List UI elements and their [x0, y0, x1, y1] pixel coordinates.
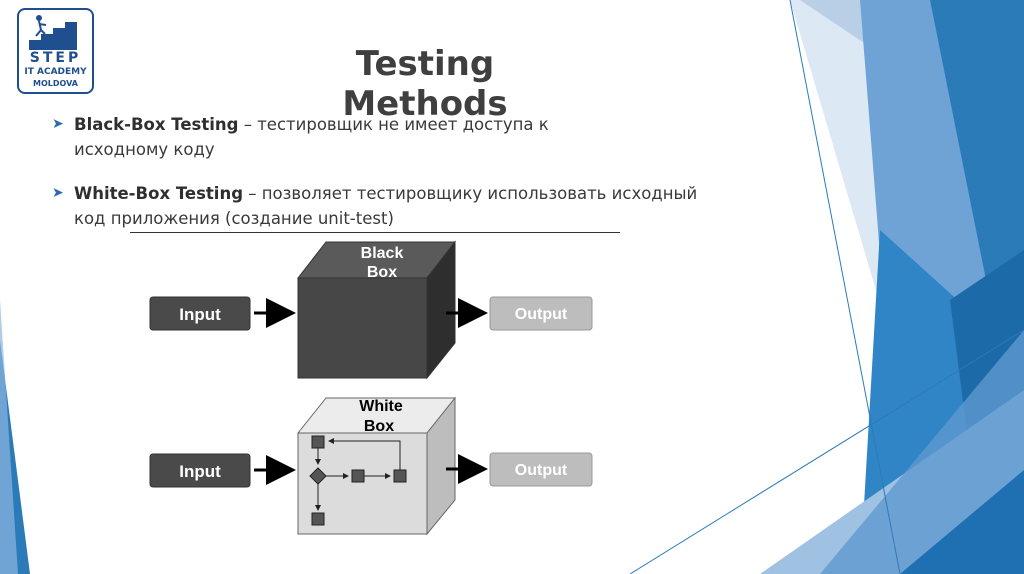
black-box-cube-front	[297, 277, 428, 379]
white-box-row: Input White Box Output	[149, 396, 593, 536]
input-box	[149, 296, 251, 331]
input-box	[149, 453, 251, 488]
output-label: Output	[515, 306, 568, 323]
output-box	[489, 452, 593, 487]
input-label: Input	[179, 305, 221, 324]
bullet-white-box: ➤ White-Box Testing – позволяет тестиров…	[52, 181, 714, 231]
white-box-label-line1: White	[359, 398, 403, 415]
black-box-row: Input Black Box Output	[149, 240, 593, 380]
white-box-label-line2: Box	[364, 418, 394, 435]
step-it-academy-logo: STEP IT ACADEMY MOLDOVA	[17, 8, 94, 94]
logo-line-moldova: MOLDOVA	[33, 79, 78, 88]
output-box	[489, 296, 593, 331]
arrow-right-triangle-icon: ➤	[52, 116, 64, 132]
divider-line	[130, 232, 620, 233]
flowchart-icon	[309, 435, 407, 526]
output-label: Output	[515, 462, 568, 479]
black-box-label-line2: Box	[367, 264, 397, 281]
black-white-box-diagram: Input Black Box Output Input White Box	[149, 240, 593, 536]
bullet-black-box: ➤ Black-Box Testing – тестировщик не име…	[52, 112, 594, 162]
bullet-term: White-Box Testing	[74, 184, 244, 203]
bullet-term: Black-Box Testing	[74, 115, 239, 134]
black-box-label-line1: Black	[361, 245, 404, 262]
input-label: Input	[179, 462, 221, 481]
bullet-text: – позволяет тестировщику использовать ис…	[243, 184, 698, 203]
logo-line-step: STEP	[29, 50, 82, 66]
slide-title: Testing Methods	[342, 44, 508, 124]
bullet-text: – тестировщик не имеет доступа к	[238, 115, 549, 134]
bullet-text-continued: исходному коду	[74, 140, 215, 159]
climbing-figure-icon	[29, 15, 77, 50]
bullet-text-continued: код приложения (создание unit-test)	[74, 209, 394, 228]
arrow-right-triangle-icon: ➤	[52, 185, 64, 201]
logo-line-it-academy: IT ACADEMY	[24, 67, 87, 77]
